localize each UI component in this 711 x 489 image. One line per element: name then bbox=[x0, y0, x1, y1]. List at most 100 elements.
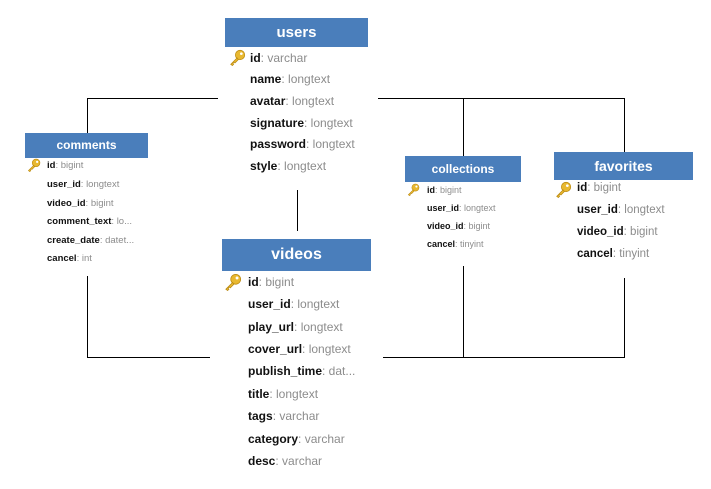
table-header: collections bbox=[405, 156, 521, 182]
users-table[interactable]: users bbox=[225, 18, 368, 47]
field-row-user_id: user_id: longtext bbox=[47, 179, 119, 190]
field-type: : longtext bbox=[277, 158, 327, 173]
field-name: id bbox=[47, 160, 56, 172]
field-name: cancel bbox=[427, 238, 456, 249]
field-name: id bbox=[248, 274, 259, 289]
field-type: : datet... bbox=[99, 234, 135, 246]
field-row-id: id: bigint bbox=[577, 182, 621, 196]
field-type: : bigint bbox=[587, 182, 622, 195]
field-name: tags bbox=[248, 409, 273, 424]
field-row-user_id: user_id: longtext bbox=[248, 297, 339, 311]
field-row-cover_url: cover_url: longtext bbox=[248, 342, 351, 356]
field-name: user_id bbox=[577, 204, 618, 217]
primary-key-icon bbox=[27, 158, 41, 177]
field-row-play_url: play_url: longtext bbox=[248, 320, 343, 334]
field-type: : varchar bbox=[298, 431, 345, 446]
field-name: category bbox=[248, 431, 299, 446]
field-type: : bigint bbox=[55, 160, 84, 172]
field-name: style bbox=[250, 158, 278, 173]
field-row-cancel: cancel: int bbox=[47, 253, 92, 264]
field-row-video_id: video_id: bigint bbox=[577, 226, 658, 240]
field-row-id: id: bigint bbox=[248, 275, 294, 289]
collections-table[interactable]: collections bbox=[405, 156, 521, 182]
field-name: desc bbox=[248, 454, 276, 468]
field-row-comment_text: comment_text: lo... bbox=[47, 216, 132, 227]
field-type: : longtext bbox=[459, 202, 496, 213]
field-row-user_id: user_id: longtext bbox=[577, 204, 665, 218]
field-name: id bbox=[250, 50, 261, 65]
field-type: : bigint bbox=[623, 226, 658, 239]
primary-key-icon bbox=[224, 273, 242, 296]
field-name: publish_time bbox=[248, 364, 323, 379]
favorites-table[interactable]: favorites bbox=[554, 152, 693, 180]
field-type: : int bbox=[76, 253, 92, 265]
field-row-cancel: cancel: tinyint bbox=[577, 248, 649, 262]
table-header: comments bbox=[25, 133, 148, 158]
primary-key-icon bbox=[407, 183, 420, 201]
videos-table[interactable]: videos bbox=[222, 239, 371, 271]
field-type: : tinyint bbox=[455, 238, 484, 249]
field-type: : bigint bbox=[463, 220, 491, 231]
field-type: : longtext bbox=[269, 386, 319, 401]
field-row-category: category: varchar bbox=[248, 432, 345, 446]
field-name: id bbox=[577, 182, 588, 195]
field-type: : lo... bbox=[111, 216, 133, 228]
field-type: : varchar bbox=[275, 454, 323, 468]
connector-videos-favorites bbox=[383, 278, 625, 358]
field-row-video_id: video_id: bigint bbox=[427, 221, 490, 232]
field-row-create_date: create_date: datet... bbox=[47, 235, 134, 246]
field-type: : bigint bbox=[258, 274, 295, 289]
field-type: : bigint bbox=[85, 197, 114, 209]
comments-table[interactable]: comments bbox=[25, 133, 148, 158]
field-name: user_id bbox=[427, 202, 460, 213]
field-row-avatar: avatar: longtext bbox=[250, 94, 334, 108]
field-name: name bbox=[250, 72, 282, 87]
field-row-title: title: longtext bbox=[248, 387, 318, 401]
field-name: id bbox=[427, 184, 435, 195]
field-name: user_id bbox=[248, 297, 291, 312]
field-name: video_id bbox=[577, 226, 624, 239]
field-type: : longtext bbox=[294, 319, 343, 334]
connector-comments-videos bbox=[87, 276, 210, 358]
field-row-id: id: bigint bbox=[427, 185, 462, 196]
field-type: : varchar bbox=[272, 409, 320, 424]
field-type: : longtext bbox=[304, 115, 353, 130]
field-type: : longtext bbox=[285, 94, 335, 108]
field-row-signature: signature: longtext bbox=[250, 116, 353, 130]
field-row-id: id: varchar bbox=[250, 51, 307, 65]
field-name: password bbox=[250, 137, 307, 152]
field-row-tags: tags: varchar bbox=[248, 409, 319, 423]
field-name: play_url bbox=[248, 319, 295, 334]
field-type: : varchar bbox=[260, 50, 308, 65]
field-row-name: name: longtext bbox=[250, 72, 330, 86]
field-name: avatar bbox=[250, 94, 286, 108]
field-type: : longtext bbox=[80, 178, 120, 190]
field-name: video_id bbox=[427, 220, 464, 231]
connector-users-favorites bbox=[378, 98, 625, 152]
field-name: title bbox=[248, 386, 270, 401]
table-header: videos bbox=[222, 239, 371, 271]
field-type: : longtext bbox=[306, 137, 355, 152]
field-row-id: id: bigint bbox=[47, 160, 83, 171]
field-name: cover_url bbox=[248, 342, 303, 356]
field-type: : longtext bbox=[281, 72, 331, 87]
field-type: : longtext bbox=[302, 342, 351, 356]
field-name: comment_text bbox=[47, 216, 112, 228]
field-type: : longtext bbox=[290, 297, 340, 312]
field-name: signature bbox=[250, 115, 305, 130]
field-type: : longtext bbox=[617, 204, 665, 217]
field-name: video_id bbox=[47, 197, 86, 209]
field-type: : bigint bbox=[435, 184, 462, 195]
field-name: create_date bbox=[47, 234, 100, 246]
field-type: : tinyint bbox=[612, 248, 650, 261]
field-row-video_id: video_id: bigint bbox=[47, 198, 114, 209]
table-header: favorites bbox=[554, 152, 693, 180]
field-row-style: style: longtext bbox=[250, 159, 326, 173]
connector-users-comments bbox=[87, 98, 218, 133]
field-name: cancel bbox=[47, 253, 77, 265]
field-name: user_id bbox=[47, 178, 81, 190]
field-row-publish_time: publish_time: dat... bbox=[248, 364, 355, 378]
table-header: users bbox=[225, 18, 368, 47]
primary-key-icon bbox=[229, 49, 246, 71]
